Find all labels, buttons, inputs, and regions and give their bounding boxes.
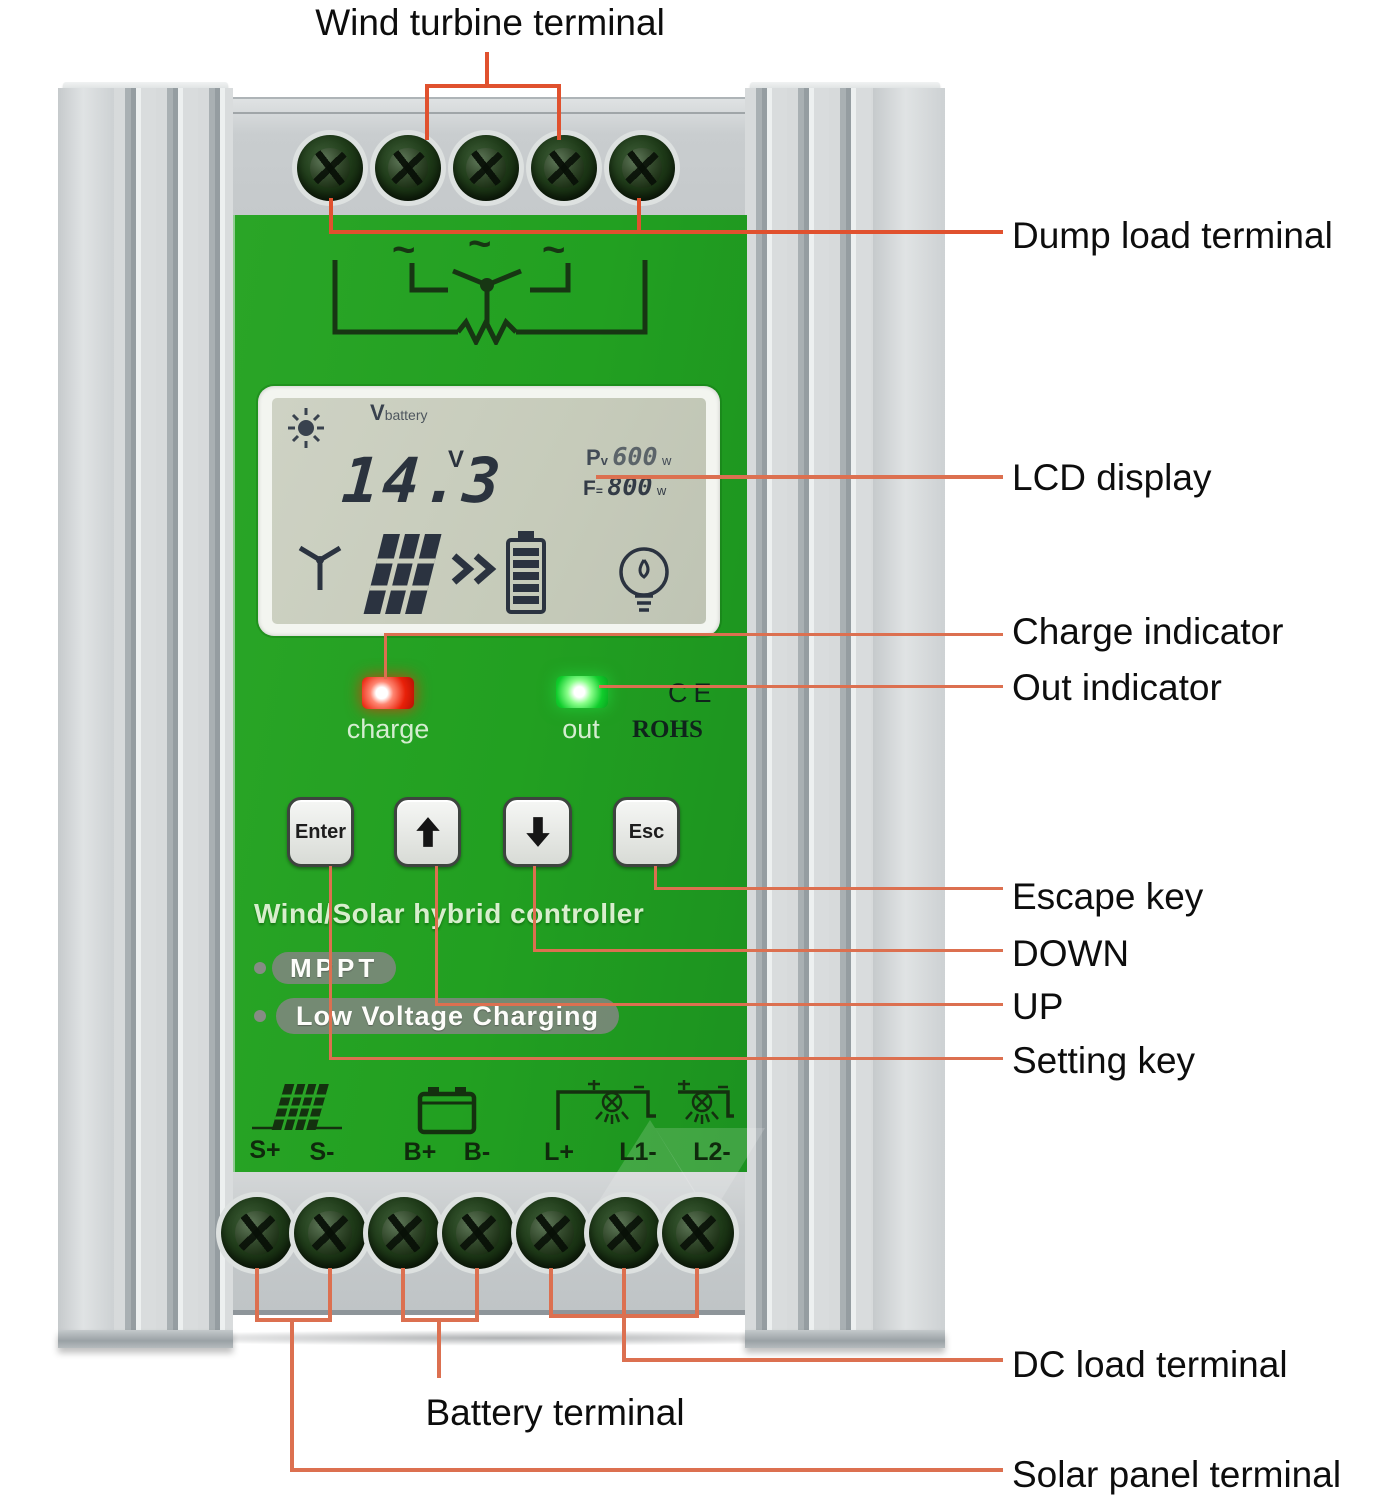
annotation-line (328, 1268, 332, 1322)
label-up: UP (1012, 986, 1064, 1027)
label-setting-key: Setting key (1012, 1040, 1196, 1081)
annotation-line (329, 198, 333, 234)
mppt-badge: MPPT (272, 952, 397, 984)
label-out-indicator: Out indicator (1012, 667, 1222, 708)
bottom-terminal-s-plus (221, 1197, 293, 1269)
charge-led (362, 677, 414, 709)
label-dump-load-terminal: Dump load terminal (1012, 215, 1333, 256)
charge-led-label: charge (346, 714, 430, 744)
annotation-line (622, 1268, 626, 1318)
sun-icon (288, 408, 324, 448)
label-battery-terminal: Battery terminal (425, 1392, 685, 1433)
annotation-line (533, 949, 1003, 952)
bottom-terminal-l1-minus (589, 1197, 661, 1269)
annotation-line (654, 866, 657, 890)
label-dc-load-terminal: DC load terminal (1012, 1344, 1288, 1385)
annotation-line (557, 84, 561, 140)
ce-mark: CE (668, 678, 718, 708)
annotation-line (255, 1268, 259, 1322)
annotation-line (549, 1268, 553, 1318)
label-escape-key: Escape key (1012, 876, 1204, 917)
bottom-terminal-b-plus (368, 1197, 440, 1269)
annotation-line (435, 1003, 1003, 1006)
up-arrow-icon (415, 817, 440, 847)
annotation-line (622, 1358, 1003, 1362)
annotation-line (401, 1268, 405, 1322)
annotation-line (425, 84, 561, 88)
device-title: Wind/Solar hybrid controller (254, 898, 645, 929)
lcd-status-icons (298, 531, 669, 614)
annotation-line (384, 633, 387, 679)
annotation-line (290, 1468, 1003, 1472)
esc-button[interactable]: Esc (613, 797, 680, 867)
terminal-label-s-minus: S- (309, 1138, 335, 1166)
lcd-display (272, 398, 706, 624)
bottom-terminal-s-minus (294, 1197, 366, 1269)
right-heatsink (745, 82, 945, 1348)
wind-turbine-schematic (332, 260, 648, 345)
terminal-label-l1-minus: L1- (619, 1138, 657, 1166)
enter-button-label: Enter (294, 820, 347, 843)
annotation-line (329, 230, 1003, 234)
terminal-label-l-plus: L+ (544, 1138, 574, 1166)
left-heatsink (58, 82, 233, 1348)
annotation-line (475, 1268, 479, 1322)
terminal-label-b-plus: B+ (403, 1138, 437, 1166)
lcd-pv-row: Pv 600 w (586, 442, 672, 471)
heatsink-fins (114, 88, 233, 1332)
annotation-line (695, 1268, 699, 1318)
annotation-line (329, 866, 332, 1060)
heatsink-plate (873, 88, 945, 1332)
device-shadow (90, 1330, 920, 1346)
annotation-line (437, 1318, 441, 1378)
top-terminal-3 (453, 135, 519, 201)
top-terminal-4 (531, 135, 597, 201)
bottom-terminal-icons (252, 1080, 734, 1135)
annotation-line (329, 1057, 1003, 1060)
rohs-mark: ROHS (632, 716, 703, 743)
lcd-voltage-unit: V (448, 446, 465, 473)
bottom-terminal-b-minus (442, 1197, 514, 1269)
terminal-label-b-minus: B- (463, 1138, 491, 1166)
lcd-wind-row: F= 800 w (583, 472, 667, 501)
terminal-label-s-plus: S+ (249, 1136, 281, 1164)
top-terminal-5 (609, 135, 675, 201)
annotation-line (599, 685, 1003, 688)
bullet-dot (254, 1010, 266, 1022)
heatsink-fins (745, 88, 873, 1332)
annotation-line (622, 1314, 626, 1362)
annotation-line (533, 866, 536, 952)
label-charge-indicator: Charge indicator (1012, 611, 1284, 652)
annotation-line (654, 887, 1003, 890)
bottom-terminal-l2-minus (662, 1197, 734, 1269)
out-led-label: out (562, 714, 600, 744)
label-lcd-display: LCD display (1012, 457, 1212, 498)
bullet-dot (254, 962, 266, 974)
up-button[interactable] (394, 797, 461, 867)
top-terminal-1 (297, 135, 363, 201)
terminal-label-l2-minus: L2- (693, 1138, 731, 1166)
enter-button[interactable]: Enter (287, 797, 354, 867)
annotation-line (637, 198, 641, 234)
esc-button-label: Esc (628, 820, 665, 843)
label-wind-turbine-terminal: Wind turbine terminal (315, 2, 665, 43)
label-down: DOWN (1012, 933, 1130, 974)
top-terminal-2 (375, 135, 441, 201)
out-led (556, 676, 608, 708)
lcd-voltage-value: 14.3 (339, 444, 506, 517)
annotation-line (596, 475, 1003, 479)
annotation-line (290, 1318, 294, 1472)
annotation-line (435, 866, 438, 1006)
lcd-vbattery-label: Vbattery (370, 400, 428, 425)
heatsink-plate (58, 88, 114, 1332)
label-solar-panel-terminal: Solar panel terminal (1012, 1454, 1342, 1495)
annotation-line (425, 84, 429, 140)
annotation-line (485, 52, 489, 86)
bottom-terminal-l-plus (516, 1197, 588, 1269)
down-button[interactable] (503, 797, 572, 867)
annotation-line (384, 633, 1003, 636)
down-arrow-icon (525, 817, 550, 847)
